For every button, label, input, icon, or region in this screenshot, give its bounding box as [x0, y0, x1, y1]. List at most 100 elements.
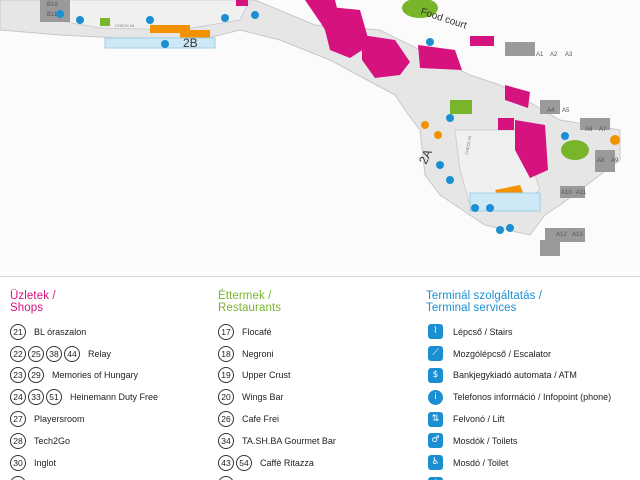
restaurant-item: 18 Negroni [218, 343, 418, 365]
restaurant-label: Negroni [242, 348, 274, 359]
shop-number-badge: 31 [10, 476, 26, 480]
lift-icon: ⇅ [428, 411, 443, 427]
restaurant-label: Cafe Frei [242, 414, 280, 425]
gate-label-a9: A9 [611, 158, 619, 164]
gate-label-a4: A4 [547, 108, 555, 114]
restaurant-number-badges: 18 [218, 345, 234, 362]
baby-changing-icon: ✱ [428, 476, 443, 480]
legend-services-title-en: Terminal services [426, 302, 517, 314]
gate-label-a11: A11 [576, 190, 587, 196]
legend-shops-title: Üzletek / Shops [10, 290, 210, 315]
gate-label-a5: A5 [562, 108, 570, 114]
shop-label: Heinemann Duty Free [70, 392, 159, 403]
shop-item: 31Cratica [10, 474, 210, 480]
gate-labels: B18 B11 A1 A2 A3 A4 A5 A6 A7 A8 A9 A10 A… [47, 2, 619, 238]
service-label: Telefonos információ / Infopoint (phone) [453, 392, 612, 403]
terminal-map-svg: B18 B11 A1 A2 A3 A4 A5 A6 A7 A8 A9 A10 A… [0, 0, 621, 256]
shop-number-badge: 44 [64, 345, 80, 362]
legend-restaurants: Éttermek / Restaurants 17 Flocafé 18 Negron… [218, 280, 418, 480]
legend-restaurants-title: Éttermek / Restaurants [218, 290, 418, 315]
service-label: Mosdó / Toilet [453, 457, 509, 468]
restaurant-number-badge: 20 [218, 389, 234, 406]
shop-number-badges: 30 [10, 454, 26, 471]
service-item: ♂ Mosdók / Toilets [426, 430, 640, 452]
atm-icon: $ [428, 367, 443, 383]
shop-label: Memories of Hungary [52, 370, 139, 381]
service-item: ♿ Mosdó / Toilet [426, 452, 640, 474]
terminal-2a-label: 2A [416, 147, 435, 166]
gate-label-b18: B18 [47, 2, 58, 8]
stairs-icon: ⌇ [428, 324, 443, 340]
gate-label-a6: A6 [585, 127, 593, 133]
shop-label: Playersroom [34, 414, 85, 425]
legend-divider [0, 276, 640, 277]
legend-services: Terminál szolgáltatás / Terminal service… [426, 280, 640, 480]
shop-number-badge: 23 [10, 367, 26, 384]
restaurant-number-badges: 34 [218, 432, 234, 449]
shop-label: Relay [88, 348, 112, 359]
shop-number-badge: 22 [10, 345, 26, 362]
legend-restaurants-title-hu: Éttermek / [218, 290, 272, 302]
shop-areas [236, 0, 548, 178]
shop-item: 30 Inglot [10, 452, 210, 474]
shop-label: Inglot [34, 457, 57, 468]
restaurant-areas [100, 0, 589, 160]
restaurant-number-badges: 19 [218, 367, 234, 384]
restaurant-label: Flocafé [242, 326, 272, 337]
gate-label-a8: A8 [597, 158, 605, 164]
toilets-icon: ♂ [428, 433, 443, 449]
restaurant-number-badge: 43 [218, 454, 234, 471]
terminal-labels: 2B 2A [183, 36, 435, 166]
legend-shops-title-en: Shops [10, 302, 44, 314]
legend-services-list: ⌇ Lépcső / Stairs ⟋Mozgólépcső / Escalator… [426, 321, 640, 480]
service-label: Mosdók / Toilets [453, 435, 518, 446]
gate-label-a10: A10 [561, 190, 572, 196]
service-item: ✱Pelenkázó / Baby changing room [426, 474, 640, 480]
gate-label-a13: A13 [572, 232, 583, 238]
service-item: ⇅Felvonó / Lift [426, 408, 640, 430]
shop-number-badges: 27 [10, 411, 26, 428]
restaurant-number-badge: 19 [218, 367, 234, 384]
shop-number-badge: 29 [28, 367, 44, 384]
restaurant-number-badge: 18 [218, 345, 234, 362]
shop-number-badges: 21 [10, 323, 26, 340]
gate-piers [40, 0, 615, 256]
restaurant-item: 17 Flocafé [218, 321, 418, 343]
legend-shops-title-hu: Üzletek / [10, 290, 56, 302]
accessible-toilet-icon: ♿ [428, 455, 443, 471]
gate-label-a2: A2 [550, 52, 558, 58]
gate-label-a1: A1 [536, 52, 544, 58]
shop-number-badges: 31 [10, 476, 26, 480]
service-label: Mozgólépcső / Escalator [453, 348, 552, 359]
shop-number-badge: 38 [46, 345, 62, 362]
restaurant-number-badge: 54 [236, 454, 252, 471]
restaurant-number-badges: 26 [218, 411, 234, 428]
restaurant-number-badge: 17 [218, 323, 234, 340]
terminal-2b-label: 2B [183, 36, 198, 50]
shop-item: 27 Playersroom [10, 408, 210, 430]
restaurant-number-badges: 20 [218, 389, 234, 406]
service-item: $Bankjegykiadó automata / ATM [426, 365, 640, 387]
checkin-label-2a: CHECK IN [464, 135, 472, 155]
gate-label-a7: A7 [599, 127, 607, 133]
restaurant-number-badges: 17 [218, 323, 234, 340]
service-item: ⟋Mozgólépcső / Escalator [426, 343, 640, 365]
restaurant-item: 55Nóo Kiosk [218, 474, 418, 480]
restaurant-label: Wings Bar [242, 392, 284, 403]
shop-number-badge: 30 [10, 454, 26, 471]
service-label: Lépcső / Stairs [453, 326, 513, 337]
legend-services-title-hu: Terminál szolgáltatás / [426, 290, 543, 302]
gate-label-b11: B11 [47, 12, 58, 18]
